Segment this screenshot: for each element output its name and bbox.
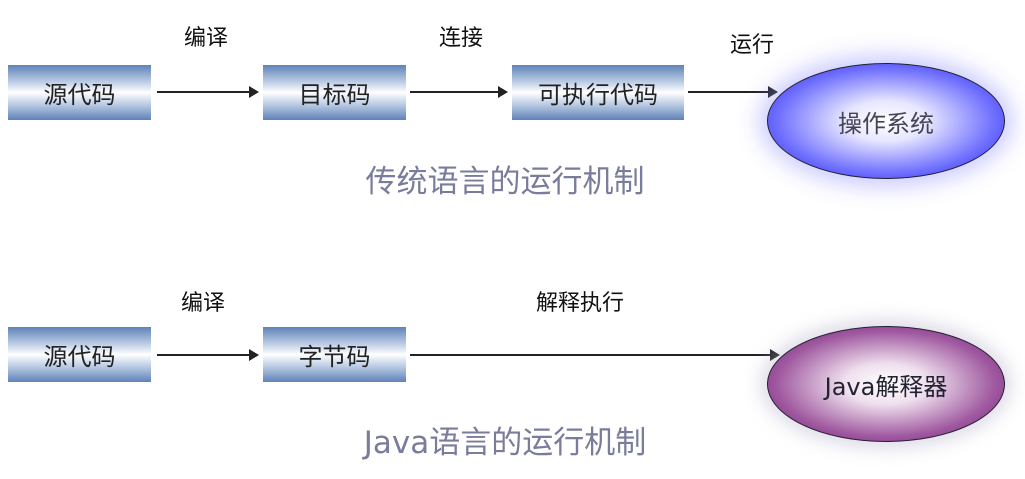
- bytecode-box: 字节码: [263, 327, 406, 382]
- operating-system-ellipse: 操作系统: [767, 63, 1005, 179]
- compile-arrow: [157, 86, 259, 98]
- java-caption: Java语言的运行机制: [363, 425, 647, 461]
- java-compile-label: 编译: [180, 291, 226, 316]
- java-interpreter-ellipse: Java解释器: [767, 326, 1005, 442]
- run-arrow: [688, 86, 778, 98]
- java-interpreter-label: Java解释器: [824, 372, 948, 401]
- source-code-box: 源代码: [8, 65, 151, 120]
- link-label: 连接: [438, 26, 484, 51]
- object-code-box: 目标码: [263, 65, 406, 120]
- java-compile-arrow: [157, 349, 259, 361]
- java-source-code-box: 源代码: [8, 327, 151, 382]
- os-label: 操作系统: [838, 109, 934, 138]
- interpret-arrow: [410, 349, 780, 361]
- compile-label: 编译: [183, 26, 229, 51]
- link-arrow: [410, 86, 508, 98]
- interpret-label: 解释执行: [535, 291, 625, 316]
- traditional-caption: 传统语言的运行机制: [365, 164, 645, 200]
- run-label: 运行: [729, 33, 775, 58]
- executable-code-box: 可执行代码: [512, 65, 684, 120]
